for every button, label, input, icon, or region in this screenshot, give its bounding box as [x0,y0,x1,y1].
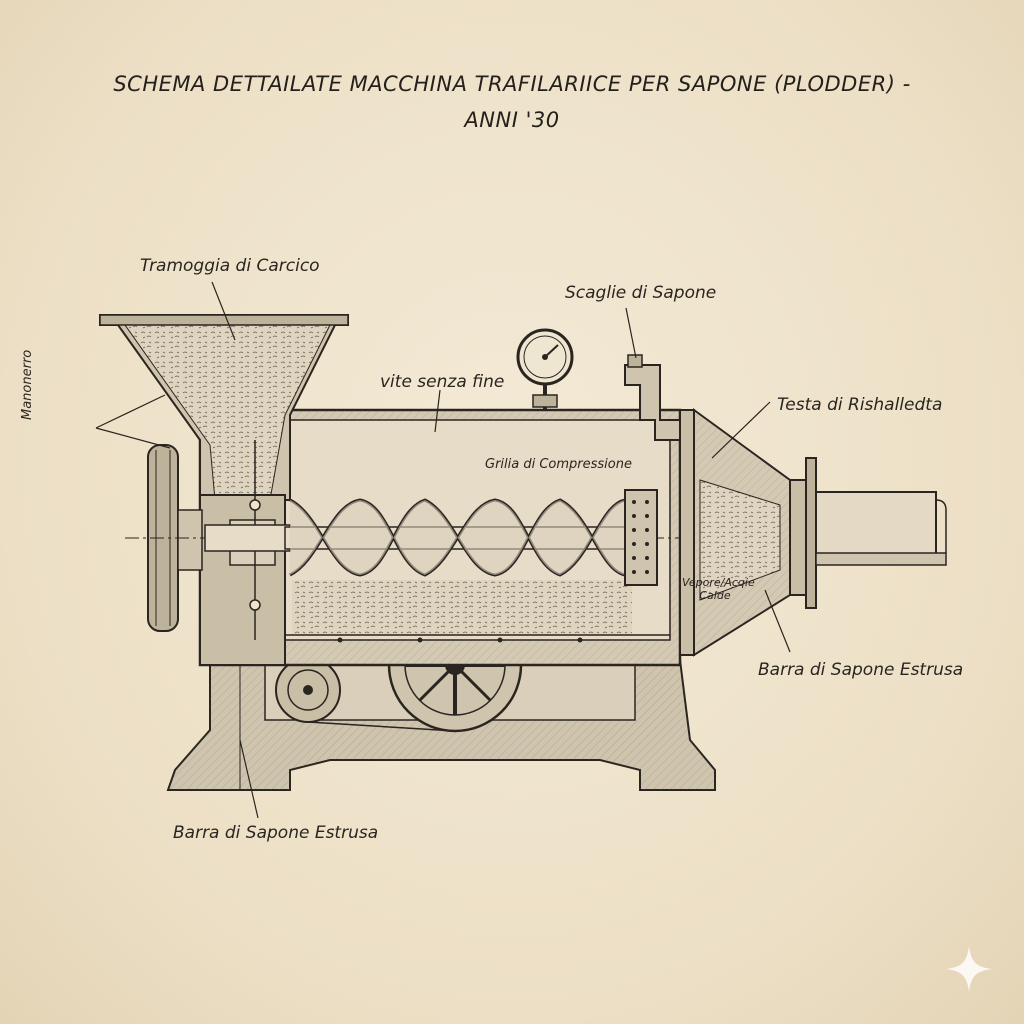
label-soap-flakes: Scaglie di Sapone [565,283,717,303]
pressure-gauge [516,328,574,410]
label-steam-line2: Calde [699,589,731,602]
leader-lines [95,281,791,819]
compression-grid-plate [624,489,658,586]
label-screw: vite senza fine [380,372,505,392]
label-hopper: Tramoggia di Carcico [140,256,320,276]
drive-gear-small [275,657,341,723]
label-extruded-bar-bottom: Barra di Sapone Estrusa [173,823,379,843]
extrusion-head [679,408,817,657]
diagram-title-line1: SCHEMA DETTAILATE MACCHINA TRAFILARIICE … [113,72,911,96]
label-manometer: Manonerro [20,349,35,420]
label-extruded-bar-right: Barra di Sapone Estrusa [758,660,964,680]
label-steam: Vepore/Acqie Calde [682,576,755,602]
feed-hopper [99,314,349,501]
drive-shaft [204,524,291,552]
worm-screw [284,498,631,577]
label-head: Testa di Rishalledta [777,395,943,415]
flakes-inlet-channel [624,354,681,441]
diagram-title-line2: ANNI '30 [464,108,560,132]
sparkle-icon [946,946,992,992]
label-compression-grid: Grilia di Compressione [485,457,632,472]
label-steam-line1: Vepore/Acqie [682,576,755,589]
extruded-bar-nozzle [815,491,947,566]
